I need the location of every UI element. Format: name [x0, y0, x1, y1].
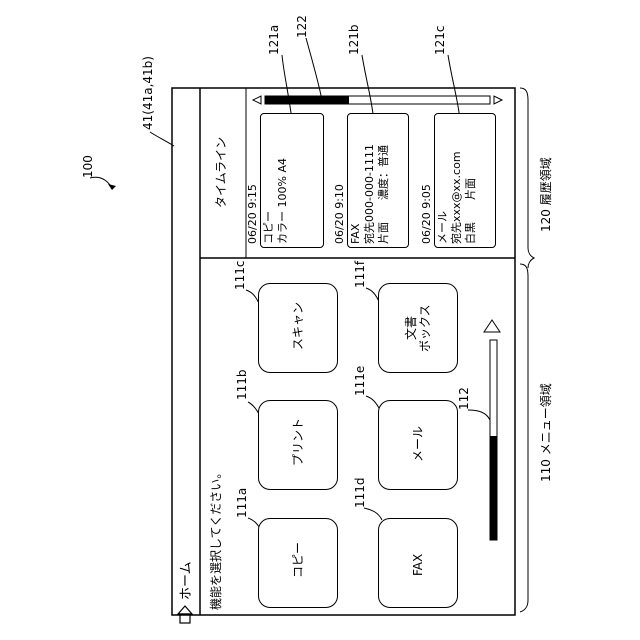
ref-timeline-bar: 122 [296, 15, 308, 38]
menu-scroll-thumb [490, 436, 497, 540]
ref-screen: 41(41a,41b) [142, 56, 154, 130]
history-card-copy-type: コピー [263, 211, 274, 244]
history-card-fax-time: 06/20 9:10 [334, 184, 345, 244]
ref-menu-button-document-box: 111f [354, 261, 366, 288]
ref-menu-button-copy: 111a [236, 488, 248, 518]
history-card-copy-detail: カラー 100% A4 [277, 158, 288, 244]
menu-button-fax-label: FAX [412, 554, 424, 576]
menu-button-mail-label: メール [412, 426, 424, 462]
timeline-scrollbar[interactable] [253, 96, 502, 104]
ref-history-card-c: 121c [434, 25, 446, 55]
home-icon[interactable] [178, 606, 192, 623]
menu-button-document-box-label-1: 文書 [405, 316, 417, 340]
history-card-copy-time: 06/20 9:15 [247, 184, 258, 244]
history-card-fax-type: FAX [350, 224, 361, 244]
history-card-mail-time: 06/20 9:05 [421, 184, 432, 244]
menu-button-scan-label: スキャン [292, 302, 304, 350]
ref-history-card-a: 121a [268, 25, 280, 55]
ref-menu-area: 110 メニュー領域 [540, 383, 552, 482]
history-card-mail-detail2: 白黒 片面 [465, 178, 476, 244]
timeline-title: タイムライン [215, 137, 227, 208]
ref-menu-scrollbar: 112 [458, 387, 470, 410]
menu-button-document-box-label-2: ボックス [419, 304, 431, 352]
timeline-scroll-thumb [265, 96, 349, 104]
ref-device: 100 [82, 155, 94, 178]
ref-menu-button-fax: 111d [354, 477, 366, 508]
history-card-mail-detail1: 宛先xxx@xx.com [451, 151, 462, 244]
ref-history-card-b: 121b [348, 24, 360, 55]
menu-scrollbar[interactable] [484, 320, 500, 540]
history-card-fax-detail1: 宛先000-000-1111 [364, 144, 375, 244]
ref-menu-button-scan: 111c [234, 260, 246, 290]
ref-menu-button-mail: 111e [354, 366, 366, 396]
menu-button-print-label: プリント [292, 418, 304, 466]
device-ref-arrowhead [108, 184, 116, 190]
history-card-mail-type: メール [437, 211, 448, 244]
screen-title: ホーム [180, 561, 193, 600]
ref-menu-button-print: 111b [236, 369, 248, 400]
instruction-text: 機能を選択してください。 [210, 467, 222, 610]
history-card-fax-detail2: 片面 濃度：普通 [378, 145, 389, 244]
menu-button-copy-label: コピー [292, 542, 304, 578]
ref-history-area: 120 履歴領域 [540, 157, 552, 232]
